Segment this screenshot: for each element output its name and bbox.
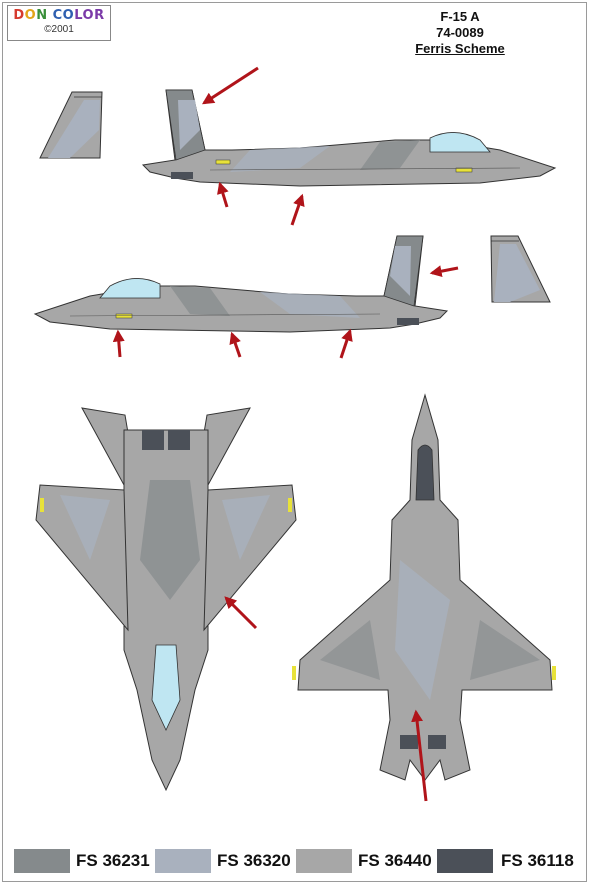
label-fs-36231: FS 36231 [76,851,150,870]
swatch-fs-36231 [14,849,70,873]
top-plan-view [292,393,556,781]
callout-arrows [112,66,459,802]
don-color-logo: DON COLOR ©2001 [7,5,111,41]
right-fin-profile [490,235,551,303]
swatch-fs-36320 [155,849,211,873]
aircraft-title-block: F-15 A 74-0089 Ferris Scheme [395,9,525,57]
left-fin-profile [39,91,103,159]
swatch-fs-36440 [296,849,352,873]
aircraft-model: F-15 A [440,9,480,24]
side-profile-left-view [33,235,449,333]
logo-brand-wordmark: DON COLOR [13,8,105,23]
paint-scheme-name: Ferris Scheme [415,41,505,56]
logo-copyright: ©2001 [44,24,74,35]
swatch-fs-36118 [437,849,493,873]
label-fs-36320: FS 36320 [217,851,291,870]
label-fs-36440: FS 36440 [358,851,432,870]
aircraft-serial: 74-0089 [436,25,484,40]
label-fs-36118: FS 36118 [501,851,574,870]
side-profile-right-view [141,89,557,187]
underside-plan-view [35,407,297,792]
